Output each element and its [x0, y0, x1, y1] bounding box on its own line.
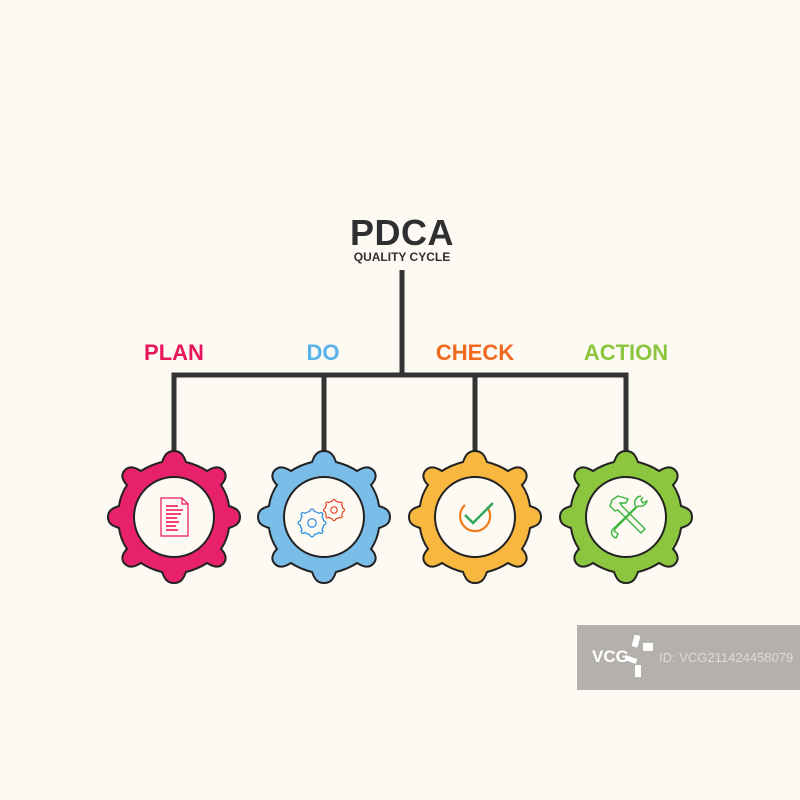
document-icon — [160, 497, 189, 537]
gear-action — [559, 450, 693, 584]
gear-check — [408, 450, 542, 584]
tools-icon — [609, 495, 649, 539]
page-title: PDCA — [349, 212, 454, 253]
gears-icon — [297, 498, 346, 538]
stage-label-do: DO — [306, 340, 340, 365]
stage-label-plan: PLAN — [144, 340, 204, 365]
stage-label-action: ACTION — [583, 340, 669, 365]
page-subtitle: QUALITY CYCLE — [353, 250, 451, 264]
check-circle-icon — [458, 502, 494, 533]
gear-do — [257, 450, 391, 584]
connector-lines — [171, 270, 629, 455]
watermark-id: ID: VCG211424458079 — [659, 650, 794, 665]
stage-label-check: CHECK — [435, 340, 515, 365]
gear-plan — [107, 450, 241, 584]
watermark: VCG ID: VCG211424458079 — [577, 625, 800, 690]
vcg-burst-icon — [625, 635, 653, 677]
watermark-logo: VCG — [592, 647, 629, 666]
